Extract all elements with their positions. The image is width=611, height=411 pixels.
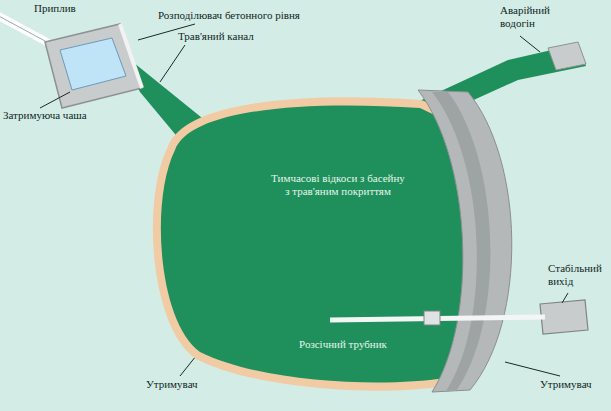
part-label: Аварійний водогін [500, 4, 572, 29]
part-label: Утримувач [146, 378, 198, 391]
pond-label: Тимчасові відкоси з басейну з трав'яним … [268, 172, 408, 198]
leader-line [180, 356, 196, 376]
part-label: Розподілювач бетонного рівня [158, 9, 300, 22]
part-label: Затримуюча чаша [3, 109, 87, 122]
part-label: Трав'яний канал [178, 30, 254, 43]
leader-line [505, 362, 560, 376]
catch-basin [45, 24, 142, 108]
level-spreader [120, 24, 142, 88]
leader-line [160, 45, 185, 82]
part-label: Приплив [34, 2, 76, 15]
embankment [418, 90, 512, 392]
leader-line [40, 92, 70, 108]
embankment-crest [432, 92, 490, 391]
anti-seep-collar [424, 311, 440, 325]
leader-line [520, 36, 540, 52]
part-label: Утримувач [540, 378, 592, 391]
pond-basin: Тимчасові відкоси з басейну з трав'яним … [140, 88, 530, 393]
part-label: Стабільний вихід [548, 262, 606, 287]
leader-line [562, 293, 568, 303]
basin-water [60, 38, 126, 90]
riser-label: Розсічний трубник [278, 338, 408, 351]
spillway-end [548, 42, 586, 70]
stable-outlet [540, 300, 588, 334]
pond-water [161, 105, 464, 382]
pond-water [161, 105, 464, 382]
